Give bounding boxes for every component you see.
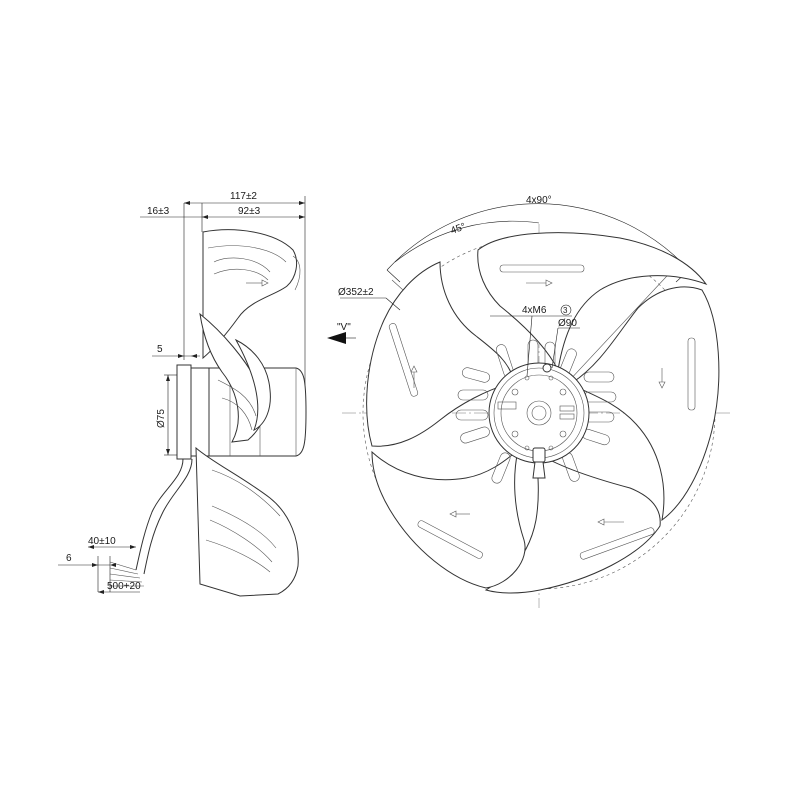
dim-mount-ref-label: 3 <box>563 306 568 315</box>
dim-flange-label: 5 <box>157 344 163 355</box>
dim-lead-end-label: 6 <box>66 553 72 564</box>
dim-hub-dia: Ø75 <box>156 374 177 456</box>
dim-front-offset: 16±3 92±3 <box>140 206 305 219</box>
blade-right <box>568 286 720 522</box>
blade-bottom-right <box>484 451 661 594</box>
dim-body-depth-label: 92±3 <box>238 206 261 217</box>
dim-flange: 5 <box>152 344 200 358</box>
dim-lead-length: 500+20 <box>98 581 141 594</box>
motor-hub <box>488 362 590 479</box>
cable <box>97 458 193 592</box>
front-view: 4x90° 45° <box>327 195 732 608</box>
dim-mount-circle: Ø90 <box>551 318 580 369</box>
dim-overall-depth: 117±2 <box>184 191 305 205</box>
dim-angle: 45° <box>394 220 540 263</box>
view-direction-indicator: "V" <box>327 322 356 344</box>
view-label: "V" <box>337 322 351 333</box>
dim-overall-depth-label: 117±2 <box>230 191 257 202</box>
dim-fan-dia: Ø352±2 <box>338 287 401 311</box>
dim-angle-label: 45° <box>449 221 467 237</box>
dim-fan-dia-label: Ø352±2 <box>338 287 374 298</box>
dim-lead-strip: 40±10 <box>88 536 136 549</box>
dim-mount-screws-label: 4xM6 <box>522 305 547 316</box>
blade-bottom-left <box>371 448 526 589</box>
dim-lead-length-label: 500+20 <box>107 581 141 592</box>
dim-front-offset-label: 16±3 <box>147 206 170 217</box>
dim-lead-end: 6 <box>58 553 116 567</box>
side-view: 117±2 16±3 92±3 <box>58 191 307 597</box>
hub-spokes <box>455 339 617 484</box>
blade-left <box>366 261 515 447</box>
dim-lead-strip-label: 40±10 <box>88 536 116 547</box>
dim-mount-circle-label: Ø90 <box>558 318 577 329</box>
dim-mount-screws: 4xM6 3 <box>490 304 572 377</box>
dim-hub-dia-label: Ø75 <box>156 409 167 428</box>
dim-angle-span-label: 4x90° <box>526 195 552 206</box>
blade-top <box>477 232 708 372</box>
